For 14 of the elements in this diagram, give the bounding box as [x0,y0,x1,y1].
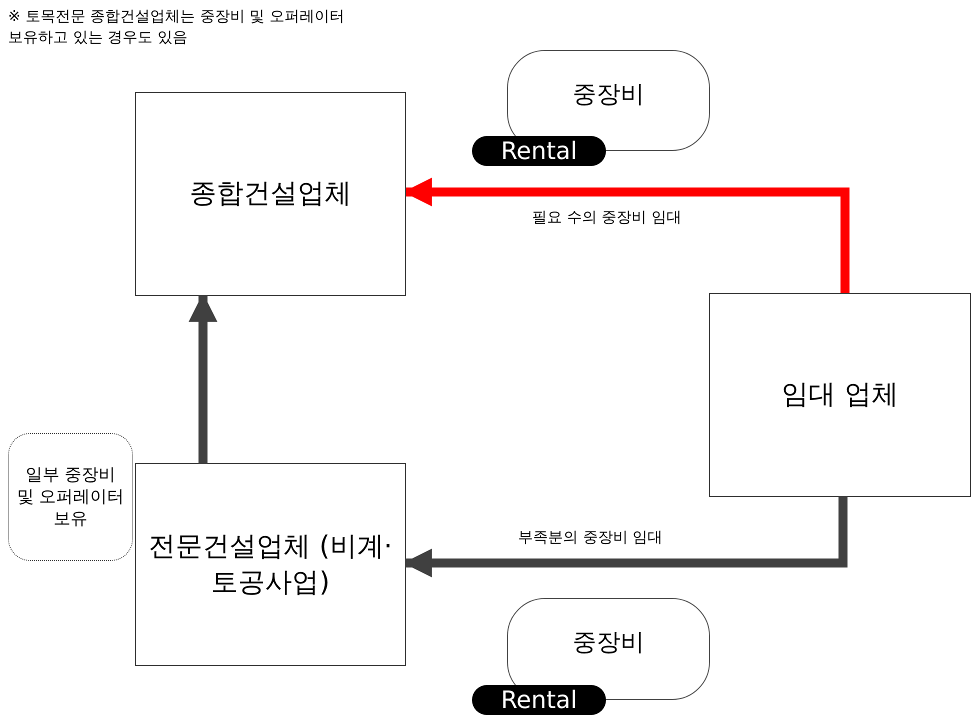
box-label: 일부 중장비 및 오퍼레이터 보유 [16,464,126,530]
edge-label: 부족분의 중장비 임대 [518,528,663,547]
box-label: 중장비 [572,627,646,658]
company-box [135,92,406,296]
box-label: 중장비 [572,79,646,110]
footnote-text: ※ 토목전문 종합건설업체는 중장비 및 오퍼레이터 보유하고 있는 경우도 있음 [8,6,346,48]
edge-label: 필요 수의 중장비 임대 [532,208,682,227]
box-label: 종합건설업체 [188,177,352,212]
box-label: 전문건설업체 (비계·토공사업) [148,530,394,600]
rental-tag: Rental [472,685,606,715]
box-label: 임대 업체 [780,378,900,412]
company-box [135,463,406,666]
rental-tag: Rental [472,136,606,166]
rental-company-box [709,293,971,497]
